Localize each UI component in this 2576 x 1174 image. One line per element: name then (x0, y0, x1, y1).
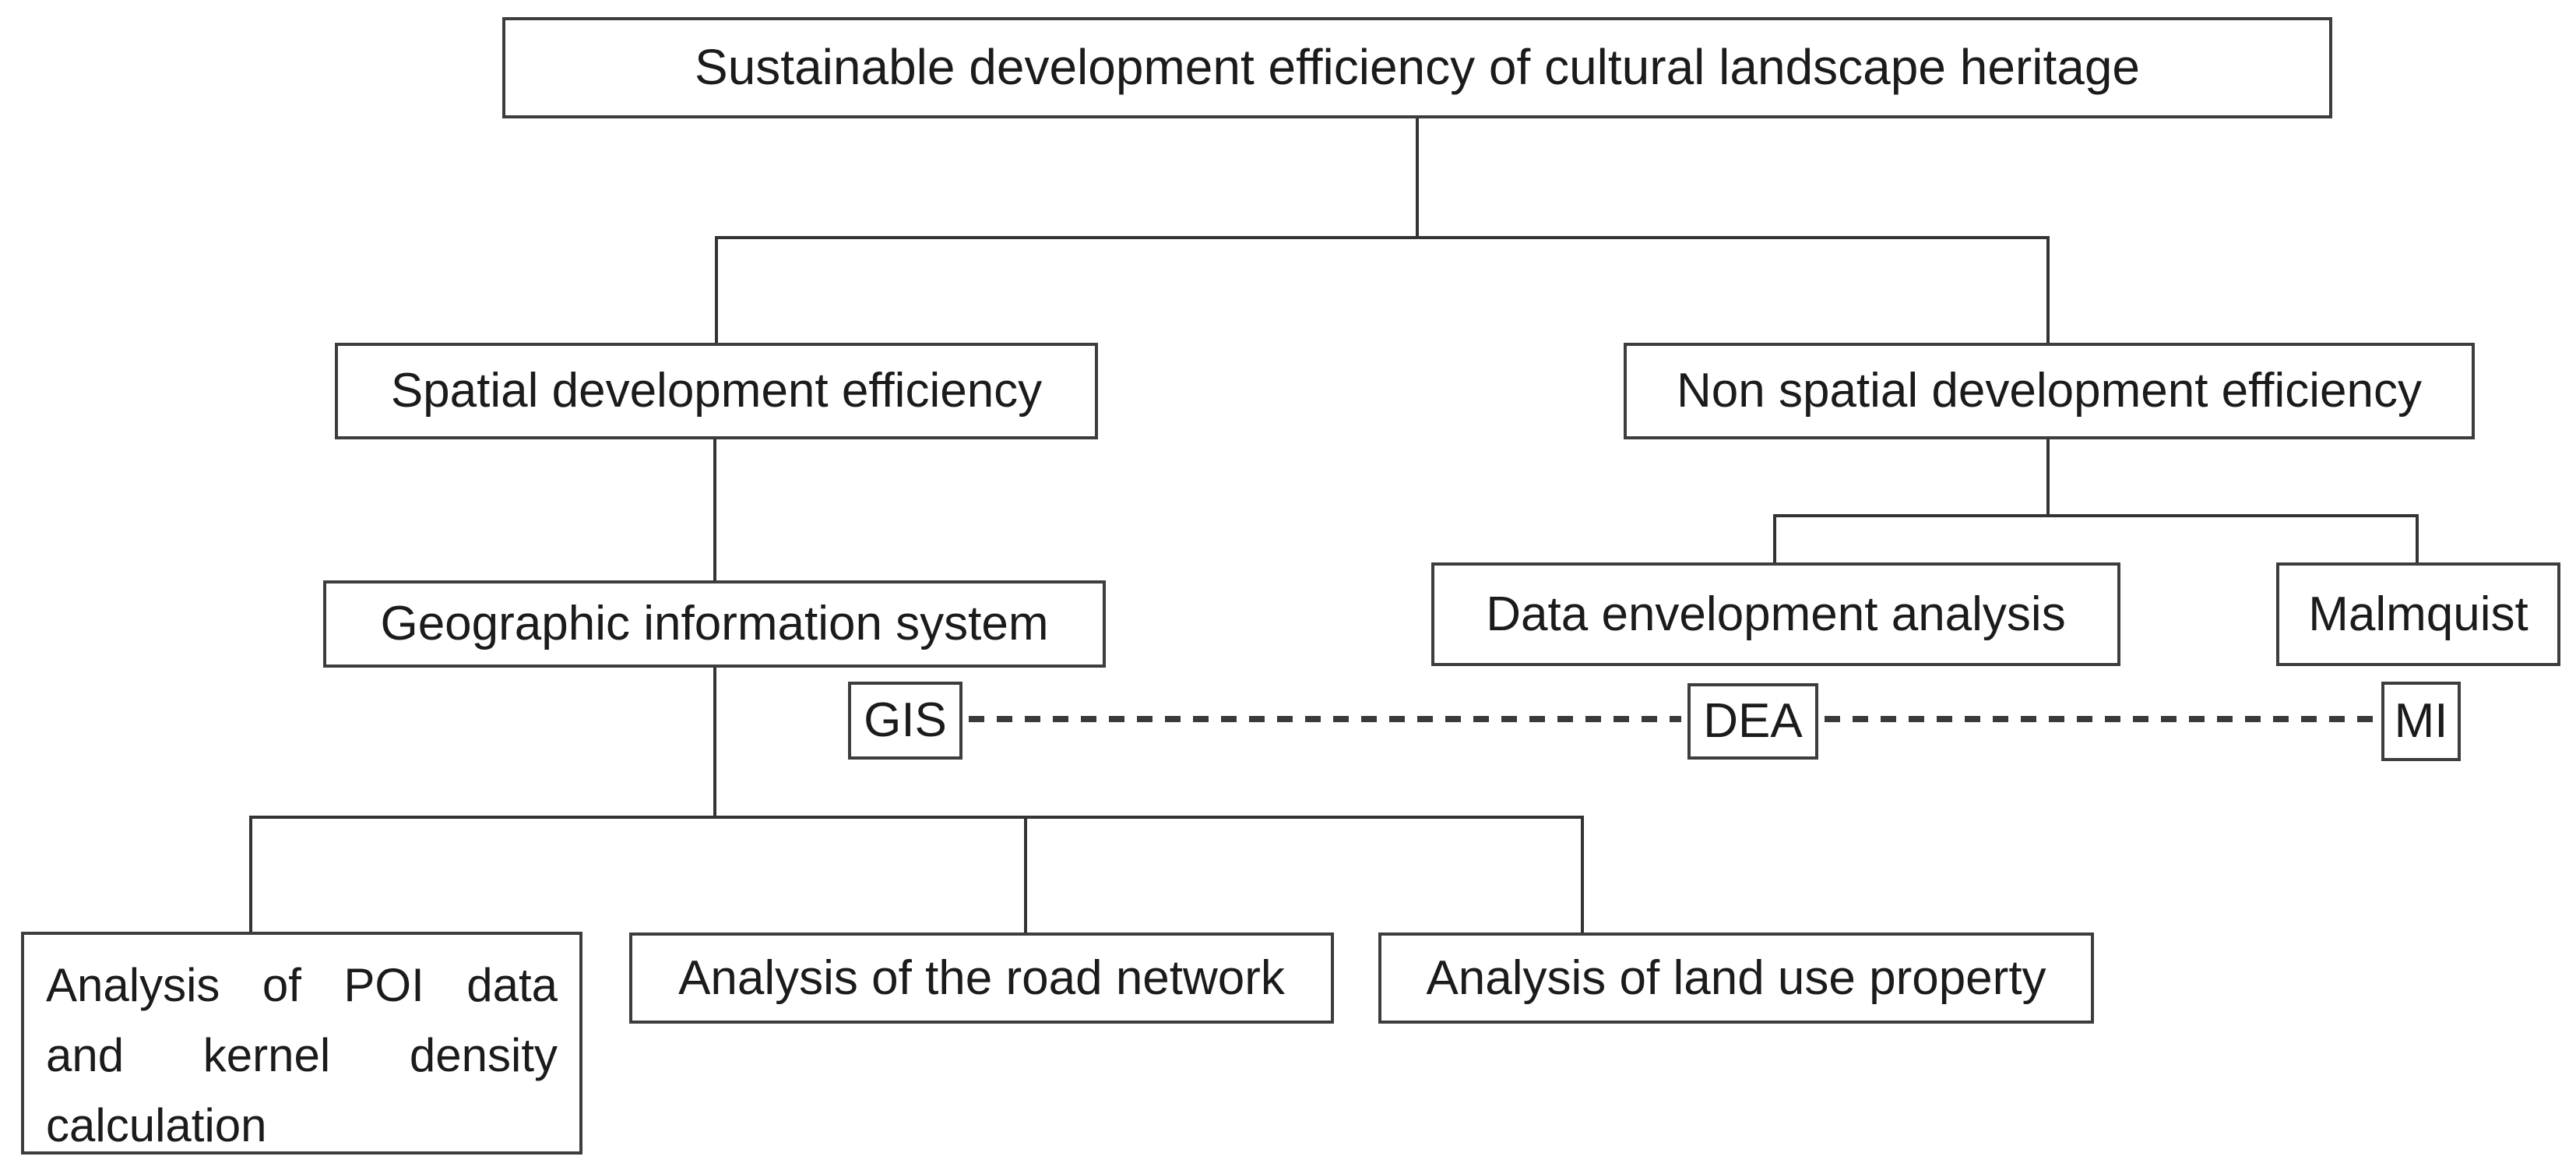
dashed-link-gis-dea (969, 716, 1681, 722)
connector-spatial-gis (713, 437, 716, 580)
node-road-analysis: Analysis of the road network (629, 933, 1334, 1024)
node-root: Sustainable development efficiency of cu… (502, 17, 2332, 118)
node-malmquist: Malmquist (2276, 562, 2560, 666)
connector-spatial-drop (715, 236, 718, 345)
connector-gis-down (713, 668, 716, 816)
badge-dea: DEA (1687, 683, 1818, 760)
dashed-link-dea-mi (1825, 716, 2377, 722)
connector-nonspatial-drop (2046, 236, 2050, 345)
node-poi-analysis: Analysis of POI data and kernel density … (21, 932, 582, 1155)
connector-poi-drop (249, 816, 252, 932)
connector-analyses-split (249, 816, 1584, 819)
badge-mi: MI (2381, 682, 2461, 761)
connector-landuse-drop (1581, 816, 1584, 933)
connector-dea-drop (1773, 514, 1776, 562)
node-spatial: Spatial development efficiency (335, 343, 1098, 439)
connector-root-down (1416, 118, 1419, 236)
node-gis-system: Geographic information system (323, 580, 1106, 668)
connector-malmquist-drop (2416, 514, 2419, 562)
connector-level1-split (715, 236, 2050, 239)
connector-road-drop (1024, 816, 1027, 933)
node-landuse-analysis: Analysis of land use property (1378, 933, 2094, 1024)
node-non-spatial: Non spatial development efficiency (1624, 343, 2475, 439)
node-dea: Data envelopment analysis (1431, 562, 2120, 666)
connector-nonspatial-down (2046, 437, 2050, 514)
badge-gis: GIS (848, 682, 962, 760)
connector-methods-split (1773, 514, 2419, 517)
